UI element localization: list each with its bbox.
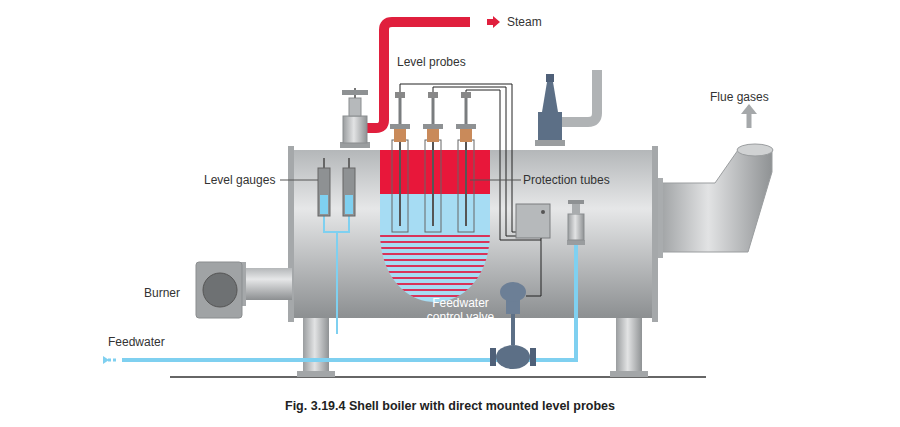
probe-wire bbox=[400, 84, 516, 232]
probe-body bbox=[460, 128, 472, 142]
input-label: Feedwater bbox=[108, 335, 165, 349]
probe-rod bbox=[432, 140, 434, 226]
protection-tube bbox=[425, 140, 441, 232]
safety-valve-body bbox=[538, 112, 562, 140]
gauge-water bbox=[320, 195, 328, 214]
probe-cap bbox=[395, 92, 405, 98]
protection-tube bbox=[458, 140, 474, 232]
part-label: Feedwater control valve bbox=[418, 296, 503, 324]
flue-duct bbox=[656, 150, 772, 252]
valve-flange bbox=[490, 348, 496, 366]
steam-valve-bonnet bbox=[349, 98, 361, 116]
stripe bbox=[380, 259, 490, 261]
flue-arrow-shaft bbox=[747, 112, 752, 128]
probe-stem bbox=[432, 97, 435, 124]
leg-base bbox=[297, 371, 335, 377]
probe-flange bbox=[390, 124, 410, 129]
probe-flange bbox=[456, 124, 476, 129]
control-box-lamp bbox=[541, 210, 545, 214]
stripe bbox=[380, 277, 490, 279]
figure-caption: Fig. 3.19.4 Shell boiler with direct mou… bbox=[0, 399, 900, 414]
gauge-pipe bbox=[324, 216, 349, 334]
safety-valve-spring-housing bbox=[542, 82, 558, 112]
flue-outlet bbox=[737, 144, 773, 156]
valve-actuator bbox=[500, 282, 526, 302]
protection-tube bbox=[392, 140, 408, 232]
steam-pipe bbox=[367, 22, 470, 128]
probe-flange bbox=[423, 124, 443, 129]
stripe bbox=[380, 241, 490, 243]
feedwater-arrow-tail bbox=[108, 359, 118, 362]
stripe bbox=[380, 247, 490, 249]
feedwater-arrow-head bbox=[103, 356, 109, 364]
probe-cap bbox=[461, 92, 471, 98]
steam-valve-body bbox=[343, 116, 367, 143]
level-gauge bbox=[343, 168, 355, 216]
probe-stem bbox=[399, 97, 402, 124]
burner-housing bbox=[196, 262, 242, 318]
leader-line bbox=[280, 180, 318, 181]
control-wire bbox=[526, 238, 541, 296]
probe-cap bbox=[428, 92, 438, 98]
stripe bbox=[380, 265, 490, 267]
control-box bbox=[516, 204, 550, 238]
probe-body bbox=[427, 128, 439, 142]
leader-line bbox=[470, 180, 521, 181]
safety-valve-flange bbox=[535, 140, 565, 146]
check-valve-handwheel bbox=[568, 200, 584, 204]
feedwater-pipe bbox=[122, 240, 576, 360]
part-label: Burner bbox=[144, 286, 180, 300]
burner-port bbox=[203, 273, 237, 307]
check-valve-flange bbox=[567, 240, 585, 245]
burner-neck bbox=[244, 268, 292, 300]
control-valve-body bbox=[496, 345, 530, 369]
stripe bbox=[380, 253, 490, 255]
flue-arrow-head bbox=[741, 104, 757, 114]
check-valve-bonnet bbox=[572, 204, 580, 214]
leg-base bbox=[610, 371, 648, 377]
discharge-pipe bbox=[562, 70, 597, 122]
steam-valve-handwheel bbox=[342, 90, 368, 95]
stripe bbox=[380, 271, 490, 273]
stripe bbox=[380, 289, 490, 291]
output-label: Flue gases bbox=[710, 90, 769, 104]
probe-rod bbox=[465, 140, 467, 226]
callout-label: Level probes bbox=[397, 55, 466, 69]
level-gauge bbox=[318, 168, 330, 216]
probe-body bbox=[394, 128, 406, 142]
check-valve-body bbox=[568, 214, 584, 240]
safety-valve-cap bbox=[546, 74, 554, 82]
callout-label: Level gauges bbox=[204, 173, 275, 187]
gauge-stem bbox=[323, 158, 325, 168]
actuator-yoke bbox=[506, 300, 520, 314]
probe-wire bbox=[433, 87, 516, 236]
shell-end-flange bbox=[652, 146, 658, 322]
valve-flange bbox=[530, 348, 536, 366]
gauge-water bbox=[345, 195, 353, 214]
output-label: Steam bbox=[507, 15, 542, 29]
valve-stem bbox=[511, 312, 515, 345]
probe-rod bbox=[399, 140, 401, 226]
probe-stem bbox=[465, 97, 468, 124]
callout-label: Protection tubes bbox=[523, 173, 610, 187]
stripe bbox=[380, 235, 490, 237]
gauge-stem bbox=[348, 158, 350, 168]
stripe bbox=[380, 283, 490, 285]
steam-arrow bbox=[487, 16, 500, 28]
